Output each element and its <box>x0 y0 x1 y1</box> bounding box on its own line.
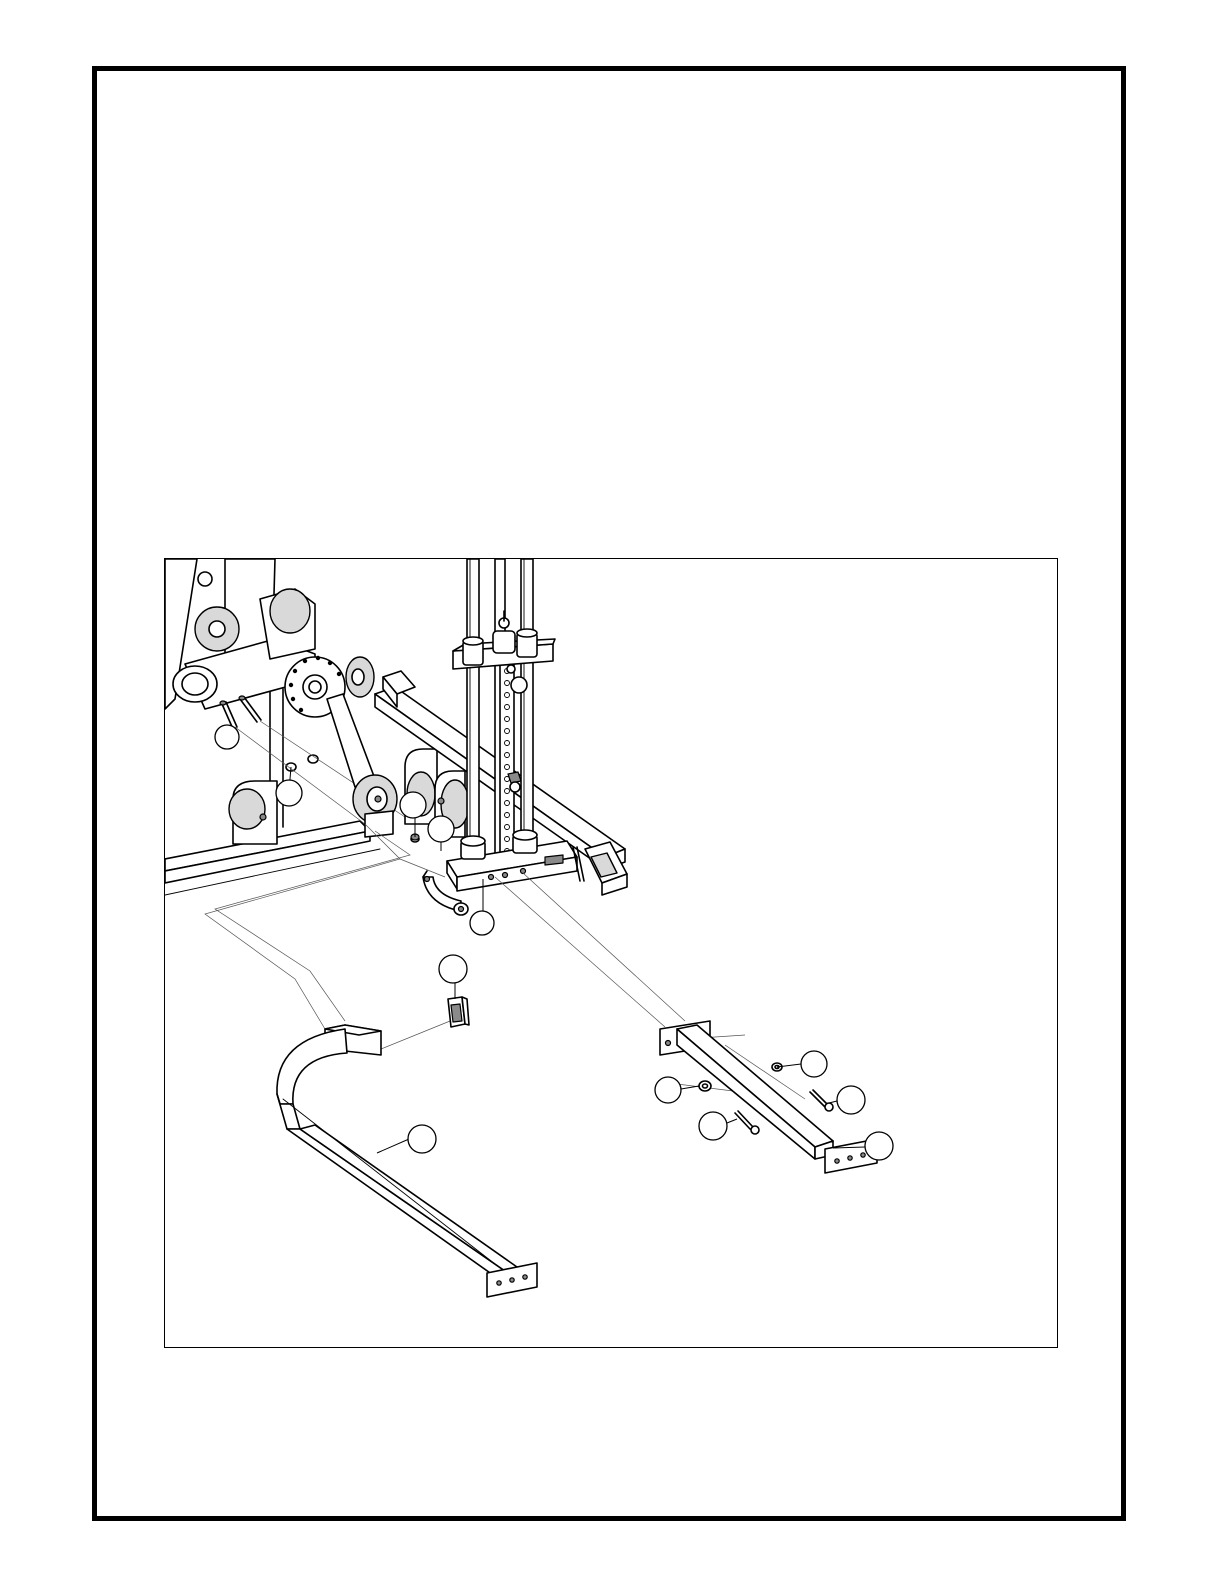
assembly-diagram <box>165 559 1058 1348</box>
callout-c1 <box>215 725 239 749</box>
callout-c2 <box>276 780 302 806</box>
callouts <box>215 725 893 1160</box>
callout-c9 <box>655 1077 681 1103</box>
machine-frame-left <box>165 559 405 895</box>
callout-c6 <box>439 955 467 983</box>
callout-c8 <box>801 1051 827 1077</box>
callout-c11 <box>699 1112 727 1140</box>
square-bushing <box>448 997 469 1027</box>
callout-c7 <box>408 1125 436 1153</box>
callout-c4 <box>428 816 454 842</box>
callout-c10 <box>837 1086 865 1114</box>
assembly-diagram-frame <box>164 558 1058 1348</box>
callout-c12 <box>865 1132 893 1160</box>
curved-leg-tube <box>277 1025 537 1297</box>
cam-lever-arm <box>285 656 397 837</box>
callout-c3 <box>400 792 426 818</box>
callout-c5 <box>470 911 494 935</box>
